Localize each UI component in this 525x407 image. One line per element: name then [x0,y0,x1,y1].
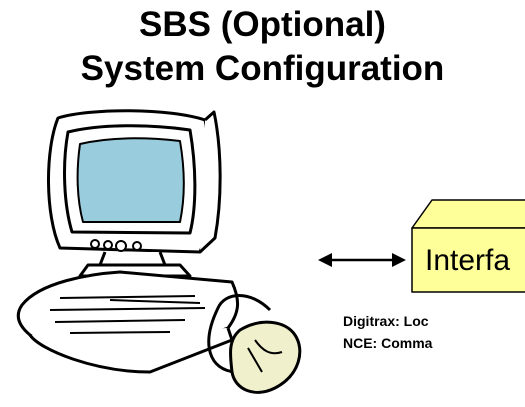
computer-icon [47,109,222,278]
monitor-screen [76,137,185,223]
double-arrow [318,253,406,267]
interface-label: Interfa [425,244,511,277]
note-digitrax: Digitrax: Loc [343,313,429,329]
keyboard-icon [16,270,239,374]
mouse-icon [207,294,302,394]
interface-box [411,199,525,293]
title-line-2: System Configuration [80,49,445,88]
title-line-1: SBS (Optional) [139,5,386,44]
note-nce: NCE: Comma [343,335,433,351]
